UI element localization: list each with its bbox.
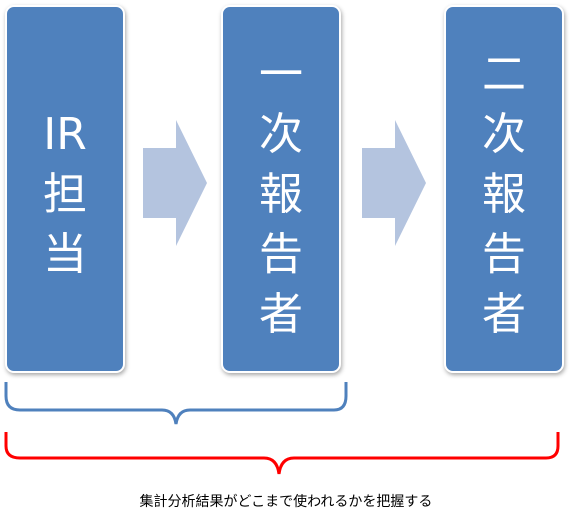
- arrow-ir-to-first: [143, 120, 207, 246]
- arrow-first-to-second: [362, 120, 426, 246]
- box-ir-char: 担: [43, 169, 87, 220]
- box-first-char: 告: [259, 229, 303, 280]
- box-ir-tanto: IR 担 当: [5, 5, 125, 373]
- caption-text: 集計分析結果がどこまで使われるかを把握する: [139, 494, 433, 510]
- box-first-reporter: 一 次 報 告 者: [221, 5, 341, 373]
- box-first-char: 次: [259, 109, 303, 160]
- box-first-char: 一: [259, 49, 303, 100]
- box-ir-char: IR: [43, 109, 87, 160]
- box-second-char: 者: [482, 289, 526, 340]
- box-ir-label: IR 担 当: [43, 105, 87, 285]
- box-first-char: 者: [259, 289, 303, 340]
- box-second-char: 告: [482, 229, 526, 280]
- box-first-char: 報: [259, 169, 303, 220]
- box-second-reporter: 二 次 報 告 者: [444, 5, 564, 373]
- box-second-char: 次: [482, 109, 526, 160]
- box-ir-char: 当: [43, 229, 87, 280]
- blue-bracket: [4, 382, 348, 425]
- red-bracket: [4, 432, 560, 475]
- box-second-char: 報: [482, 169, 526, 220]
- box-second-char: 二: [482, 49, 526, 100]
- box-first-label: 一 次 報 告 者: [259, 45, 303, 345]
- box-second-label: 二 次 報 告 者: [482, 45, 526, 345]
